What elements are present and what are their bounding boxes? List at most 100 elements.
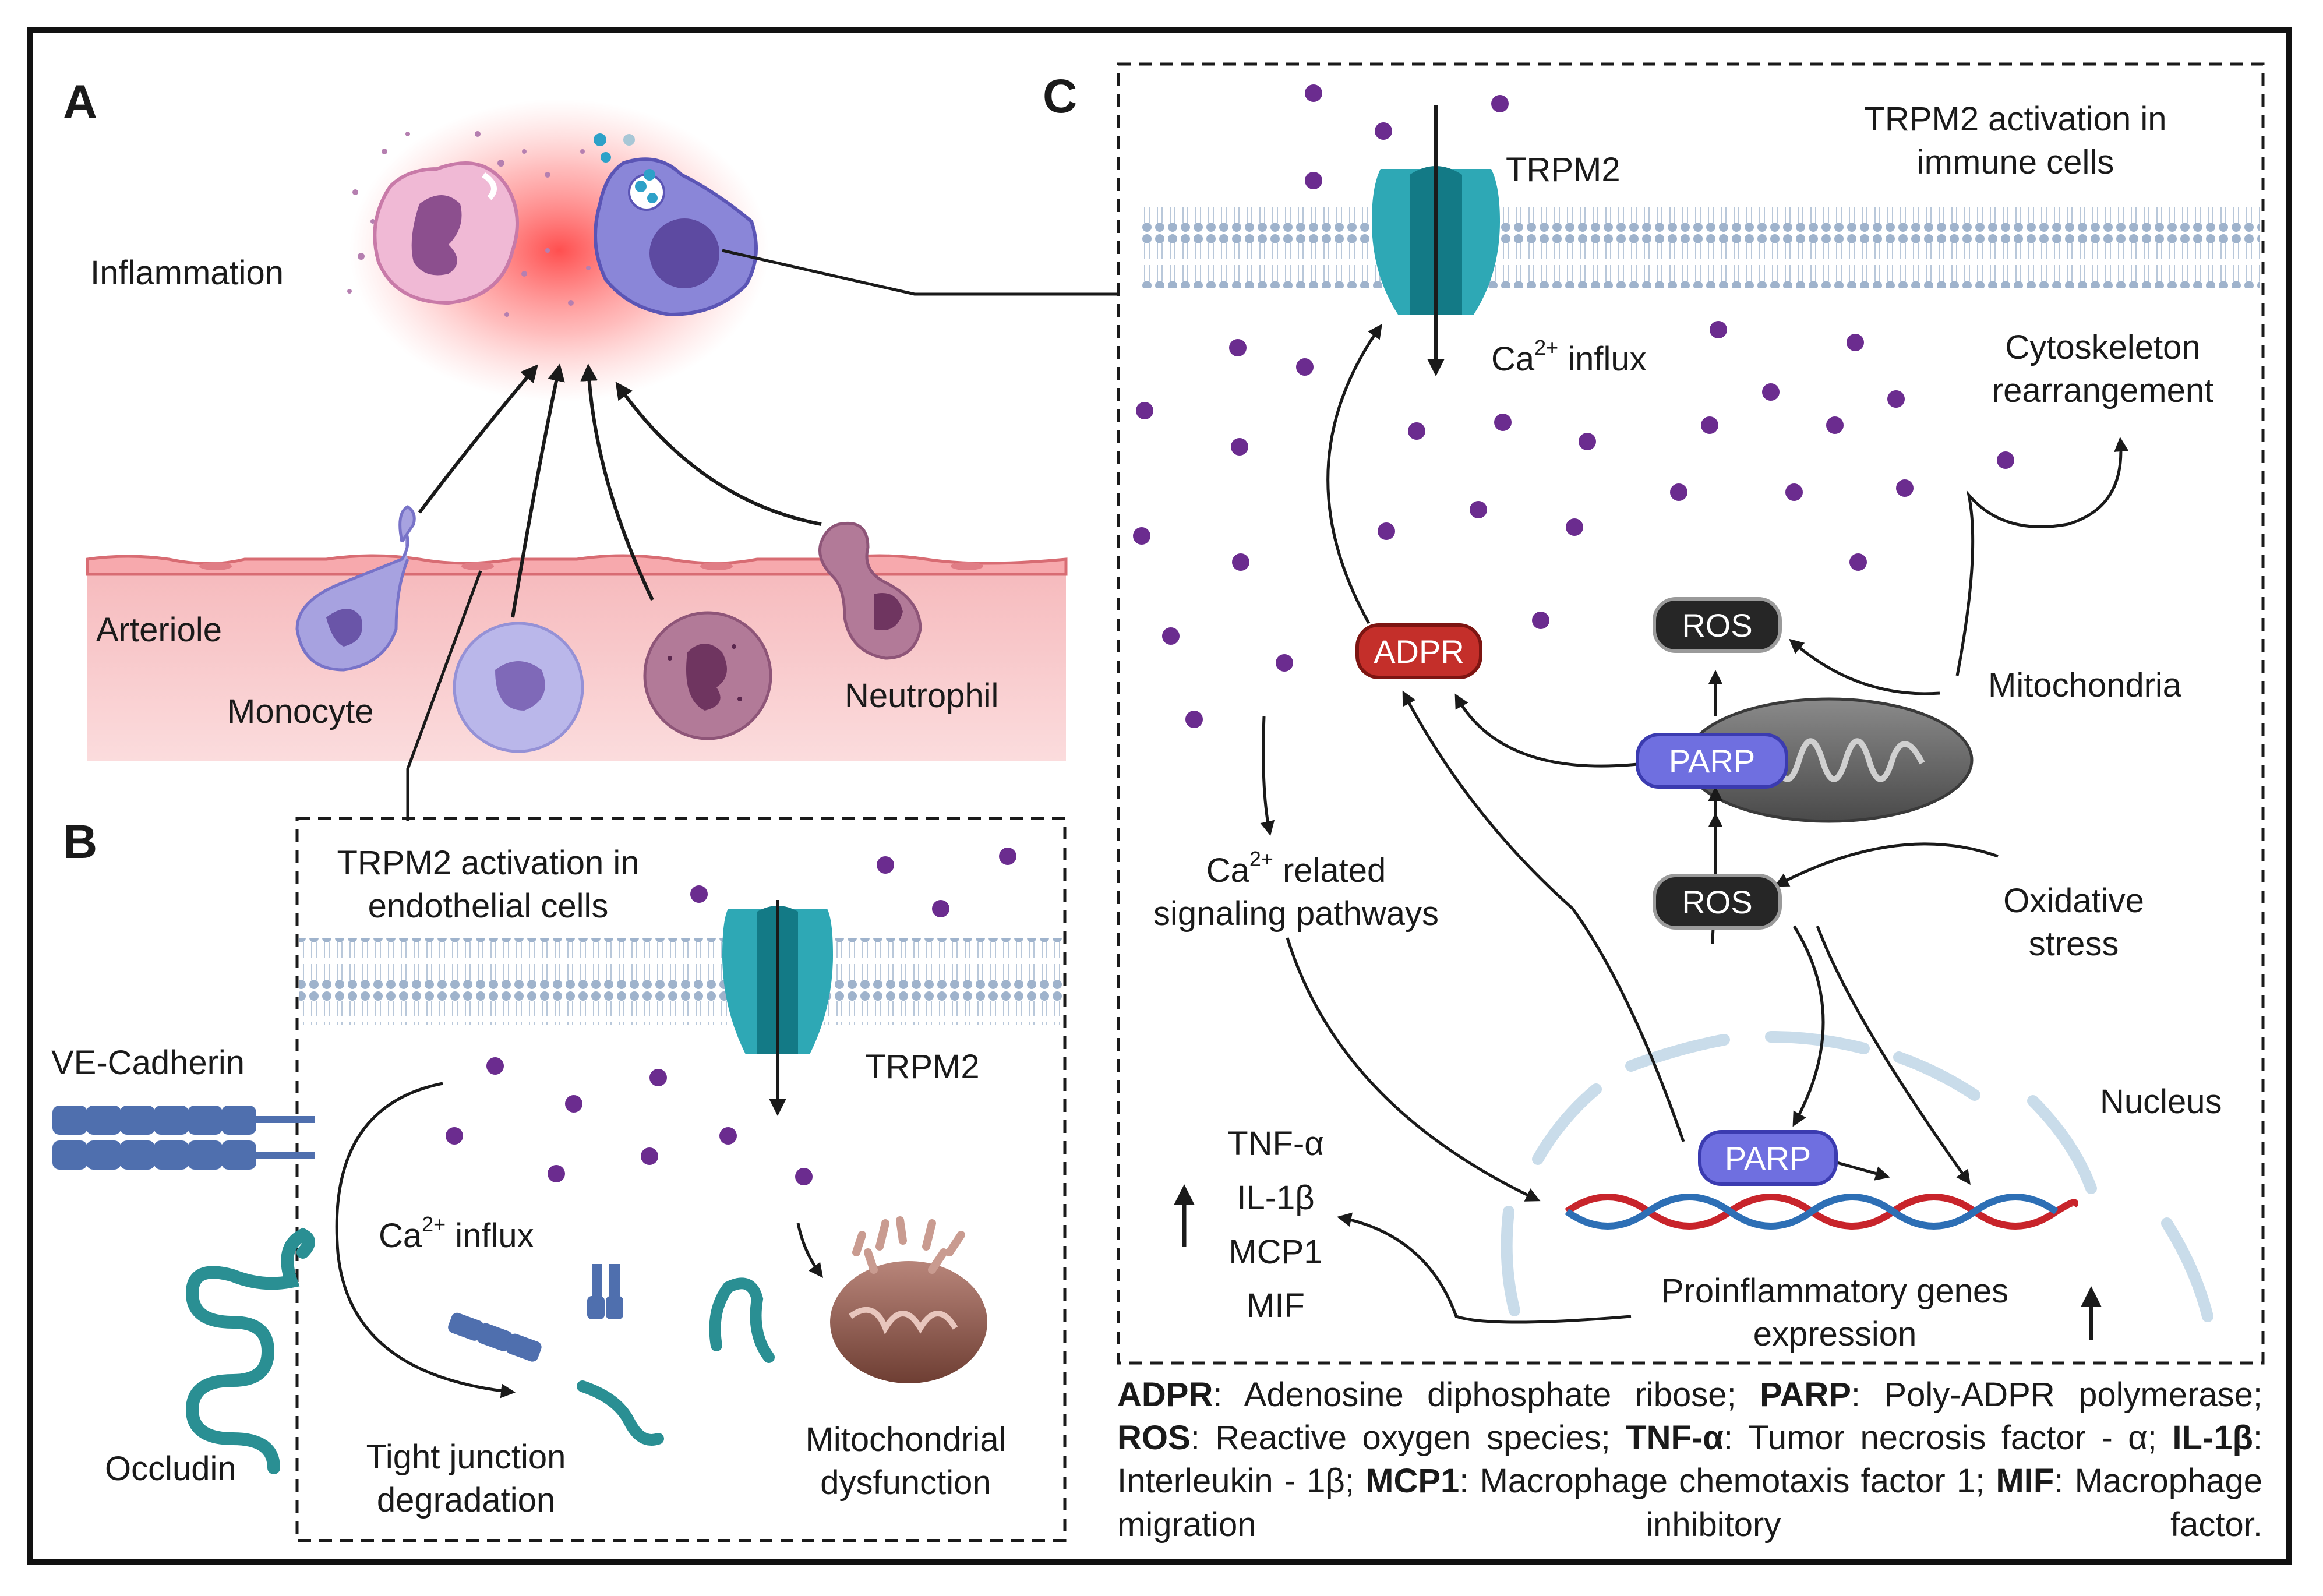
- label-cytoskeleton: Cytoskeleton rearrangement: [1946, 326, 2260, 412]
- cytokine-mif: MIF: [1247, 1287, 1305, 1325]
- legend-full-mif: Macrophage migration inhibitory factor.: [1117, 1462, 2262, 1544]
- panel-b-title-line1: TRPM2 activation in: [337, 844, 640, 882]
- nuclear-envelope: [1501, 1031, 2213, 1322]
- abbreviation-legend: ADPR: Adenosine diphosphate ribose; PARP…: [1117, 1373, 2262, 1546]
- legend-full-ros: Reactive oxygen species;: [1215, 1419, 1626, 1457]
- legend-full-il1b: Interleukin - 1β;: [1117, 1462, 1366, 1500]
- legend-abbr-tnf: TNF-α: [1626, 1419, 1724, 1457]
- parp-node-nucleus: PARP: [1698, 1130, 1838, 1186]
- legend-sep-mif: :: [2054, 1462, 2075, 1500]
- tight-junction-fragments: [448, 1264, 775, 1446]
- label-proinflammatory-genes: Proinflammatory genes expression: [1608, 1270, 2062, 1356]
- mito-line2: dysfunction: [820, 1464, 991, 1502]
- legend-abbr-parp: PARP: [1760, 1376, 1851, 1414]
- connector-a-to-c: [722, 249, 1118, 296]
- label-ca-influx-c: Ca2+ influx: [1491, 336, 1647, 381]
- necrotic-cell: [373, 161, 519, 305]
- ve-cadherin-shape: [52, 1106, 315, 1170]
- ca-prefix-c: Ca: [1491, 340, 1535, 378]
- signal-line2: signaling pathways: [1153, 895, 1439, 933]
- adpr-node: ADPR: [1355, 623, 1482, 679]
- cytokine-list: TNF-α IL-1β MCP1 MIF: [1200, 1117, 1351, 1333]
- arrow-transmigrating-to-inflammation: [615, 382, 822, 526]
- legend-sep-mcp1: :: [1459, 1462, 1480, 1500]
- monocyte-cell: [295, 505, 416, 672]
- cyto-line1: Cytoskeleton: [2005, 329, 2201, 366]
- label-neutrophil: Neutrophil: [845, 677, 999, 715]
- panel-label-b: B: [63, 815, 98, 868]
- figure-border: [27, 27, 2292, 1565]
- dna-helix: [1565, 1194, 2078, 1230]
- ca-sup-b: 2+: [422, 1212, 446, 1237]
- tight-line2: degradation: [376, 1481, 556, 1520]
- oxidative-line1: Oxidative: [2003, 882, 2144, 920]
- label-mitochondrial-dysfunction: Mitochondrial dysfunction: [769, 1418, 1043, 1505]
- arrow-neutrophil-to-inflammation: [580, 363, 654, 601]
- arrow-cell2-to-inflammation: [511, 363, 565, 618]
- panel-a: [86, 99, 1118, 821]
- label-ve-cadherin: VE-Cadherin: [51, 1044, 245, 1082]
- label-oxidative-stress: Oxidative stress: [1951, 880, 2196, 966]
- panel-b-membrane: [299, 938, 1063, 1025]
- ca-sup-c: 2+: [1534, 336, 1559, 360]
- legend-abbr-mcp1: MCP1: [1365, 1462, 1460, 1500]
- arrow-ca-to-mitochondria: [796, 1223, 823, 1279]
- legend-full-tnf: Tumor necrosis factor - α;: [1748, 1419, 2173, 1457]
- label-inflammation: Inflammation: [90, 254, 284, 292]
- label-tight-junction: Tight junction degradation: [326, 1436, 606, 1522]
- ros-node-top: ROS: [1653, 597, 1782, 653]
- cytokine-mcp1: MCP1: [1228, 1233, 1323, 1271]
- legend-abbr-il1b: IL-1β: [2172, 1419, 2253, 1457]
- legend-abbr-ros: ROS: [1117, 1419, 1191, 1457]
- genes-line2: expression: [1753, 1315, 1917, 1354]
- macrophage-cell: [594, 133, 758, 317]
- calcium-ions-c: [1133, 84, 2014, 728]
- signal-prefix: Ca: [1206, 852, 1249, 889]
- arrow-monocyte-to-inflammation: [418, 364, 538, 514]
- panel-b-title: TRPM2 activation in endothelial cells: [313, 842, 663, 928]
- panel-c-membrane: [1142, 201, 2260, 288]
- connector-a-to-b: [406, 570, 482, 821]
- legend-full-mcp1: Macrophage chemotaxis factor 1;: [1480, 1462, 1996, 1500]
- legend-sep-parp: :: [1851, 1376, 1884, 1414]
- legend-full-adpr: Adenosine diphosphate ribose;: [1244, 1376, 1760, 1414]
- trpm2-channel-b: [722, 900, 833, 1116]
- label-ca-influx-b: Ca2+ influx: [379, 1214, 534, 1258]
- genes-line1: Proinflammatory genes: [1661, 1272, 2009, 1310]
- parp-node-mito: PARP: [1636, 733, 1788, 789]
- neutrophil-cell: [643, 611, 772, 740]
- panel-c: [1117, 62, 2265, 1365]
- signal-suffix: related: [1273, 852, 1386, 889]
- legend-abbr-adpr: ADPR: [1117, 1376, 1213, 1414]
- legend-full-parp: Poly-ADPR polymerase;: [1884, 1376, 2263, 1414]
- panel-c-title-line1: TRPM2 activation in: [1864, 100, 2167, 138]
- label-nucleus: Nucleus: [2100, 1083, 2222, 1121]
- legend-sep-ros: :: [1190, 1419, 1216, 1457]
- ca-suffix-c: influx: [1558, 340, 1647, 378]
- legend-sep-adpr: :: [1213, 1376, 1244, 1414]
- label-ca-signaling: Ca2+ related signaling pathways: [1127, 849, 1465, 935]
- label-monocyte: Monocyte: [227, 693, 374, 730]
- cytokine-tnf: TNF-α: [1227, 1125, 1324, 1163]
- ca-suffix-b: influx: [446, 1217, 534, 1255]
- cyto-line2: rearrangement: [1992, 372, 2214, 410]
- panel-b-box: [295, 817, 1067, 1542]
- panel-label-a: A: [63, 76, 98, 129]
- mito-line1: Mitochondrial: [805, 1421, 1007, 1459]
- label-trpm2-b: TRPM2: [865, 1048, 980, 1086]
- label-arteriole: Arteriole: [96, 611, 222, 649]
- signal-line1: Ca2+ related: [1206, 849, 1386, 889]
- label-mitochondria: Mitochondria: [1988, 666, 2182, 704]
- damaged-mitochondrion: [830, 1216, 987, 1383]
- panel-label-c: C: [1043, 70, 1078, 123]
- ros-node-bottom: ROS: [1653, 874, 1782, 930]
- arrow-ca-to-tight-junction: [335, 1082, 516, 1399]
- legend-line-1: ADPR: Adenosine diphosphate ribose; PARP…: [1117, 1373, 2262, 1546]
- cell-debris: [347, 131, 591, 317]
- panel-c-box: [1117, 62, 2265, 1365]
- legend-sep-il1b: :: [2253, 1419, 2263, 1457]
- monocyte-cell-2: [453, 622, 584, 753]
- panel-c-title-line2: immune cells: [1916, 143, 2114, 182]
- ca-prefix-b: Ca: [379, 1217, 422, 1255]
